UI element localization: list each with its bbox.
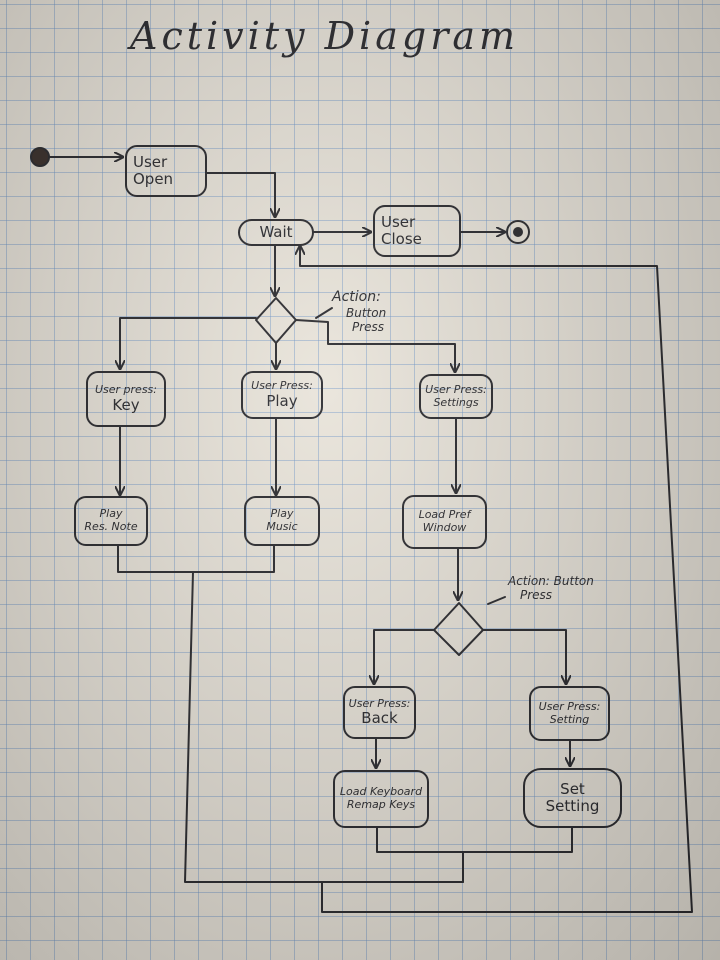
action-user-close-line1: User: [381, 212, 416, 231]
action-press-key-line1: User press:: [94, 383, 157, 397]
action-press-back-line2: Back: [361, 709, 398, 728]
action-press-setting-line1: User Press:: [538, 699, 601, 713]
edge-decision-back: [374, 629, 435, 685]
edge-decision-settings: [295, 319, 455, 373]
action-load-pref-line2: Window: [422, 521, 467, 534]
guard-note-2-line1: Action: Button: [508, 574, 594, 588]
action-play-music-line1: Play: [270, 507, 294, 521]
action-press-key-line2: Key: [112, 395, 140, 414]
guard-pointer-1: [315, 307, 333, 319]
edge-merge-down: [184, 571, 464, 883]
action-load-keyboard: Load Keyboard Remap Keys: [333, 770, 429, 828]
end-node-core: [513, 227, 523, 237]
edge-decision-setting: [482, 629, 566, 685]
guard-note-2-line2: Press: [520, 588, 553, 603]
edge-keyboard-set-merge: [376, 827, 573, 853]
action-press-setting: User Press: Setting: [529, 686, 610, 741]
edge-decision-key: [120, 317, 257, 370]
action-set-setting: Set Setting: [523, 768, 622, 828]
edge-open-wait: [205, 172, 275, 218]
action-load-keyboard-line1: Load Keyboard: [339, 785, 423, 799]
action-press-play-line2: Play: [266, 391, 298, 410]
action-press-settings-line2: Settings: [433, 395, 479, 409]
guard-note-1-line3: Press: [352, 320, 385, 335]
action-load-pref-line1: Load Pref: [418, 508, 471, 522]
action-user-open-line2: Open: [133, 170, 174, 188]
action-play-music-line2: Music: [266, 520, 298, 533]
edge-note-merge: [117, 544, 275, 573]
action-set-setting-line2: Setting: [545, 797, 600, 815]
action-load-keyboard-line2: Remap Keys: [346, 798, 416, 811]
guard-note-2: Action: Button Press: [508, 574, 594, 603]
diagram-title: Activity Diagram: [130, 14, 520, 58]
action-play-note-line1: Play: [99, 507, 123, 521]
action-press-play-line1: User Press:: [251, 379, 313, 393]
action-set-setting-line1: Set: [560, 779, 585, 798]
action-play-music: Play Music: [244, 496, 320, 546]
guard-note-1-line1: Action:: [332, 289, 381, 305]
action-user-open-line1: User: [133, 152, 168, 171]
edge-loop-to-wait: [300, 245, 693, 913]
action-play-note-line2: Res. Note: [84, 520, 138, 533]
action-wait: Wait: [238, 219, 314, 246]
action-user-open: User Open: [125, 145, 207, 197]
guard-pointer-2: [487, 596, 506, 605]
action-press-play: User Press: Play: [241, 371, 323, 419]
action-press-back: User Press: Back: [343, 686, 416, 739]
action-play-note: Play Res. Note: [74, 496, 148, 546]
action-wait-label: Wait: [259, 222, 293, 241]
action-press-back-line1: User Press:: [348, 696, 411, 710]
action-press-settings-line1: User Press:: [425, 382, 487, 396]
decision-diamond-1: [255, 297, 297, 344]
end-node: [506, 220, 530, 244]
action-press-key: User press: Key: [86, 371, 166, 427]
guard-note-1: Action: Button Press: [332, 289, 386, 335]
action-load-pref: Load Pref Window: [402, 495, 487, 549]
decision-diamond-2: [433, 602, 484, 656]
action-user-close-line2: Close: [381, 230, 422, 248]
action-user-close: User Close: [373, 205, 461, 257]
action-press-setting-line2: Setting: [549, 712, 590, 726]
start-node: [30, 147, 50, 167]
guard-note-1-line2: Button: [346, 305, 387, 320]
action-press-settings: User Press: Settings: [419, 374, 493, 419]
